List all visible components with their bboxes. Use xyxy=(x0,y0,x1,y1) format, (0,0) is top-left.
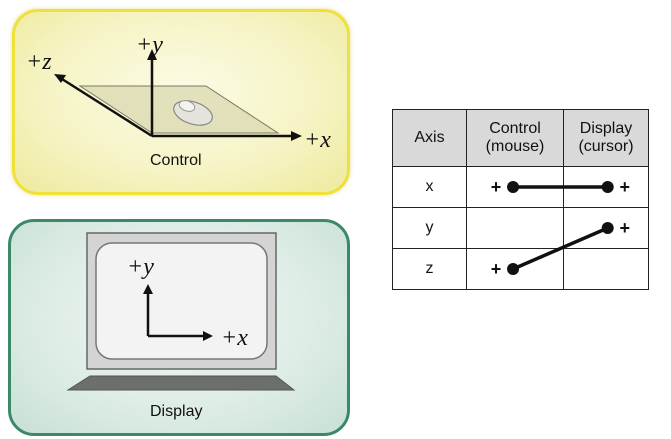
table-row: y xyxy=(392,207,649,249)
monitor-base xyxy=(66,375,296,391)
header-control: Control (mouse) xyxy=(466,109,564,167)
cell-control-x xyxy=(466,166,564,208)
table-header-row: Axis Control (mouse) Display (cursor) xyxy=(392,109,649,167)
table-row: x xyxy=(392,166,649,208)
display-y-label: +y xyxy=(127,254,154,280)
header-display: Display (cursor) xyxy=(563,109,649,167)
row-axis-z: z xyxy=(392,248,467,290)
cell-display-z xyxy=(563,248,649,290)
control-x-label: +x xyxy=(304,127,331,153)
cell-display-y xyxy=(563,207,649,249)
control-y-label: +y xyxy=(136,32,163,58)
control-z-axis xyxy=(61,77,153,138)
control-caption: Control xyxy=(150,152,202,169)
display-x-label: +x xyxy=(221,325,248,351)
row-axis-x: x xyxy=(392,166,467,208)
display-caption: Display xyxy=(150,403,203,420)
cell-display-x xyxy=(563,166,649,208)
monitor-screen xyxy=(95,242,268,360)
table-row: z xyxy=(392,248,649,290)
cell-control-z xyxy=(466,248,564,290)
header-axis: Axis xyxy=(392,109,467,167)
cell-control-y xyxy=(466,207,564,249)
axis-mapping-table: Axis Control (mouse) Display (cursor) x … xyxy=(392,109,649,290)
row-axis-y: y xyxy=(392,207,467,249)
mouse-icon xyxy=(173,100,213,126)
control-z-label: +z xyxy=(26,49,52,75)
